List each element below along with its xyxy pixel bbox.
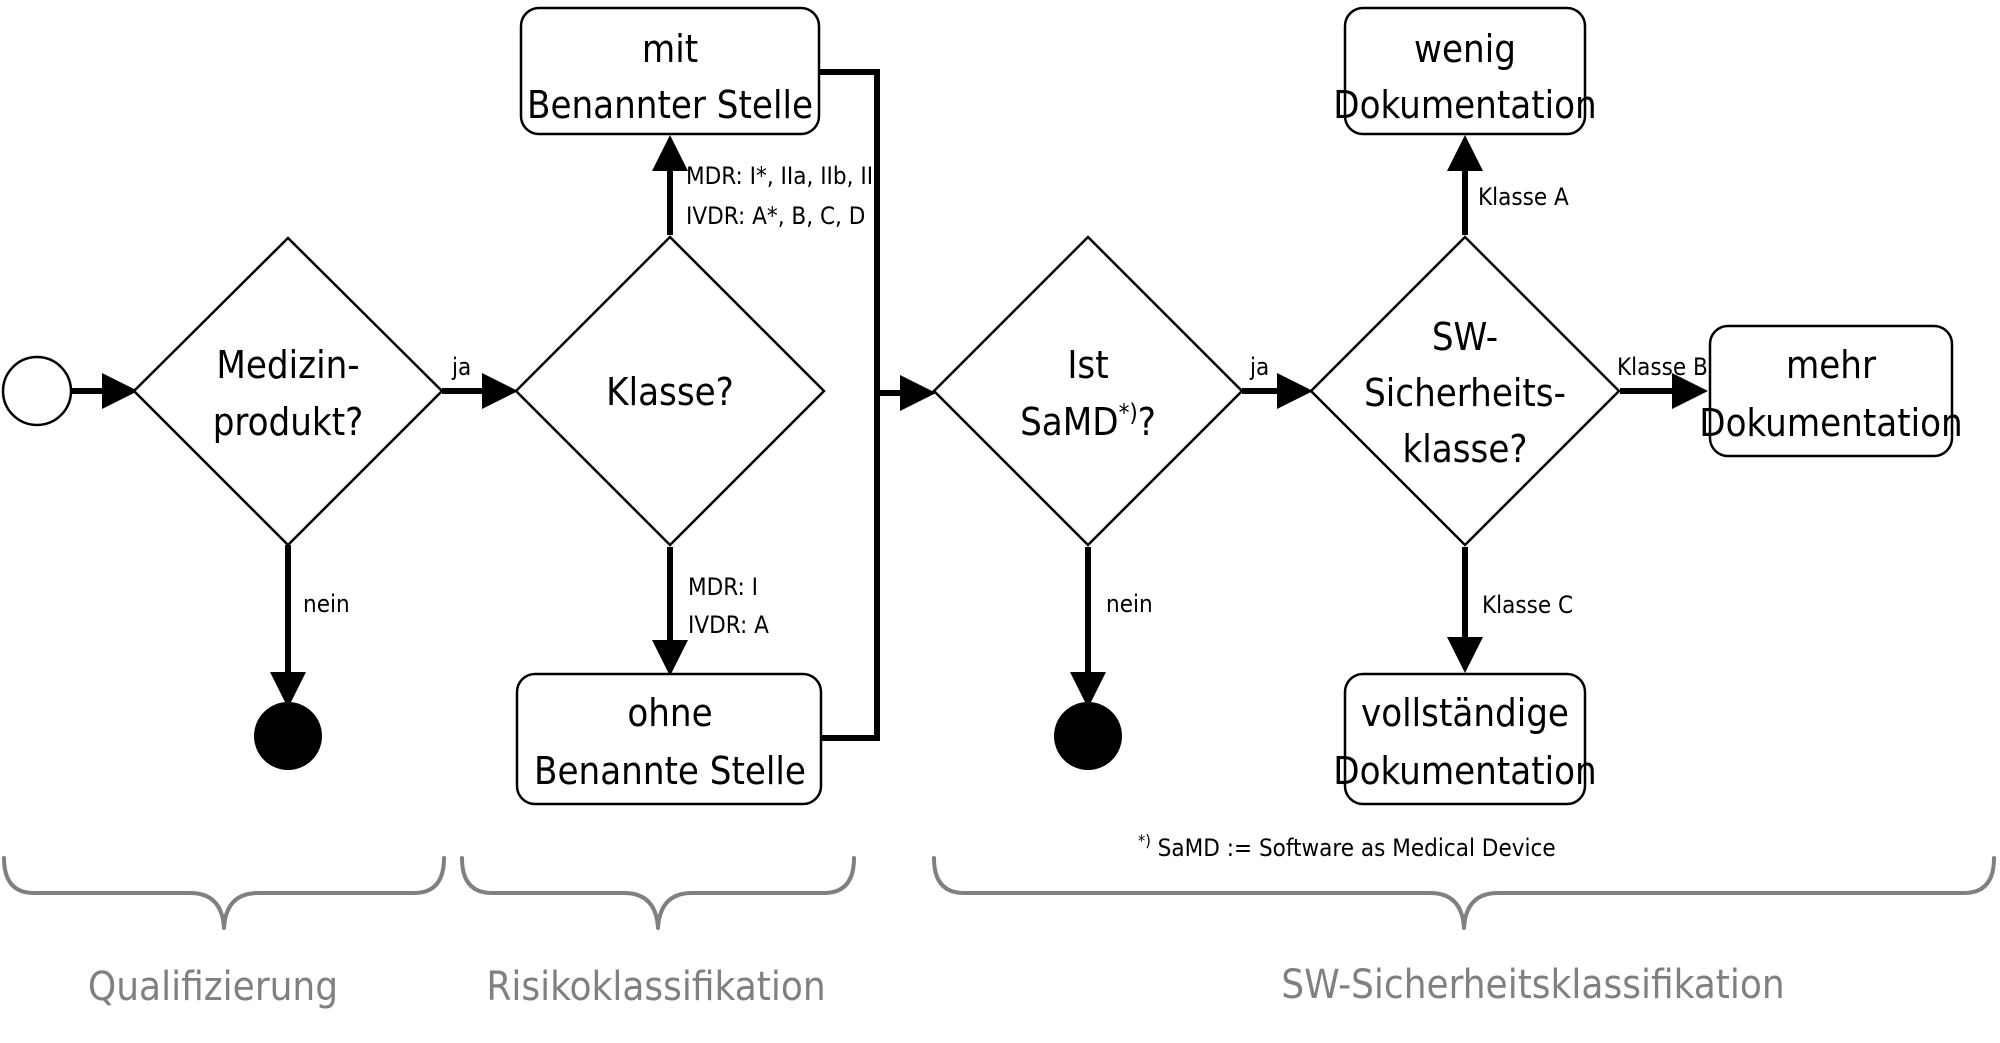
label-ist-samd-nein: nein <box>1106 590 1153 618</box>
edge-mit-benannter-stelle-to-merge <box>820 69 880 393</box>
decision-sw-sicherheitsklasse: SW- Sicherheits- klasse? <box>1309 235 1621 547</box>
box-ohne-benannte-stelle-line2: Benannte Stelle <box>534 749 806 793</box>
section-label-sw-sicherheitsklassifikation: SW-Sicherheitsklassifikation <box>1281 962 1784 1008</box>
box-ohne-benannte-stelle-line1: ohne <box>627 691 712 735</box>
label-medizinprodukt-nein: nein <box>303 590 350 618</box>
edge-ohne-benannte-stelle-to-merge <box>820 393 880 741</box>
box-vollstaendige-dokumentation-line2: Dokumentation <box>1333 749 1596 793</box>
start-node <box>1 355 73 427</box>
box-vollstaendige-dokumentation-line1: vollständige <box>1361 691 1569 735</box>
decision-ist-samd-line1: Ist <box>1067 343 1108 387</box>
decision-medizinprodukt: Medizin- produkt? <box>132 236 444 547</box>
decision-sw-sicherheitsklasse-line1: SW- <box>1432 315 1498 359</box>
box-mehr-dokumentation-line2: Dokumentation <box>1699 401 1962 445</box>
decision-sw-sicherheitsklasse-line2: Sicherheits- <box>1364 371 1566 415</box>
footnote-samd: *) SaMD := Software as Medical Device <box>1138 831 1556 862</box>
box-ohne-benannte-stelle: ohne Benannte Stelle <box>515 672 823 806</box>
decision-ist-samd: Ist SaMD*)? <box>932 235 1244 547</box>
box-mit-benannter-stelle: mit Benannter Stelle <box>519 6 821 136</box>
decision-klasse: Klasse? <box>514 235 826 547</box>
edge-labels: nein ja MDR: I*, IIa, IIb, III IVDR: A*,… <box>303 162 1708 639</box>
label-klasse-up-line2: IVDR: A*, B, C, D <box>686 202 865 230</box>
label-klasse-b: Klasse B <box>1617 353 1708 381</box>
box-wenig-dokumentation-line1: wenig <box>1414 27 1516 71</box>
section-label-risikoklassifikation: Risikoklassifikation <box>486 964 825 1010</box>
box-mehr-dokumentation: mehr Dokumentation <box>1699 324 1963 458</box>
box-wenig-dokumentation-line2: Dokumentation <box>1333 83 1596 127</box>
box-mehr-dokumentation-line1: mehr <box>1786 343 1877 387</box>
decision-medizinprodukt-line2: produkt? <box>213 400 364 444</box>
decision-sw-sicherheitsklasse-line3: klasse? <box>1402 427 1527 471</box>
edges <box>70 69 1708 741</box>
end-node-nicht-medizinprodukt <box>254 702 322 770</box>
label-ist-samd-ja: ja <box>1249 353 1269 381</box>
decision-klasse-text: Klasse? <box>606 370 734 414</box>
brace-qualifizierung <box>2 856 446 930</box>
box-mit-benannter-stelle-line1: mit <box>642 27 698 71</box>
label-klasse-down-line1: MDR: I <box>688 573 758 601</box>
label-medizinprodukt-ja: ja <box>451 353 471 381</box>
brace-sw-sicherheitsklassifikation <box>932 856 1996 930</box>
box-vollstaendige-dokumentation: vollständige Dokumentation <box>1333 672 1597 806</box>
box-wenig-dokumentation: wenig Dokumentation <box>1333 6 1597 136</box>
label-klasse-down-line2: IVDR: A <box>688 611 769 639</box>
section-label-qualifizierung: Qualifizierung <box>88 964 338 1010</box>
brace-risikoklassifikation <box>460 856 856 930</box>
label-klasse-up-line1: MDR: I*, IIa, IIb, III <box>686 162 879 190</box>
label-klasse-a: Klasse A <box>1478 183 1569 211</box>
decision-medizinprodukt-line1: Medizin- <box>216 343 359 387</box>
decision-ist-samd-line2: SaMD*)? <box>1020 399 1156 444</box>
label-klasse-c: Klasse C <box>1482 591 1573 619</box>
box-mit-benannter-stelle-line2: Benannter Stelle <box>527 83 813 127</box>
end-node-kein-samd <box>1054 702 1122 770</box>
